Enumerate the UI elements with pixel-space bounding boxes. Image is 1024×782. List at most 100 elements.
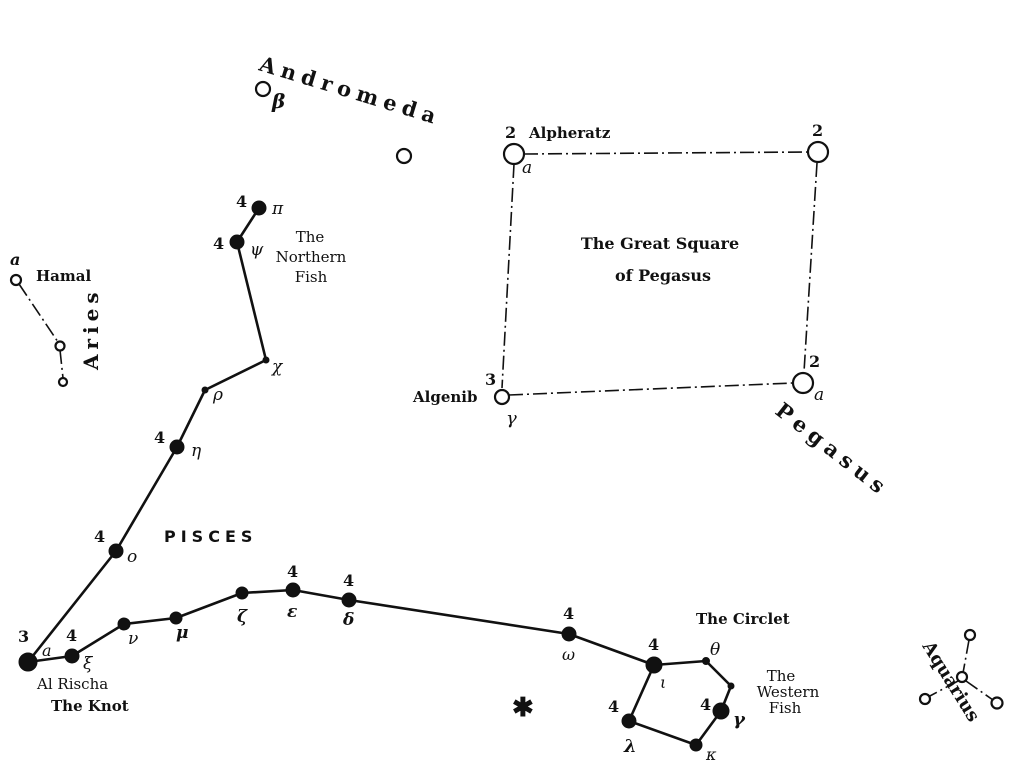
andromeda-group: Andromeda β xyxy=(254,51,445,165)
andromeda-beta-star xyxy=(254,80,272,98)
pisces-star-alpha xyxy=(18,652,38,672)
pisces-greek-omega: ω xyxy=(562,645,575,664)
aries-group: a Hamal Aries xyxy=(9,250,103,388)
pisces-star-lambda xyxy=(621,713,637,729)
pisces-mag-omega: 4 xyxy=(563,604,574,623)
pisces-greek-chi: χ xyxy=(271,357,284,377)
aquarius-star-3 xyxy=(990,696,1004,710)
pisces-star-7 xyxy=(727,682,735,690)
pisces-greek-gamma: γ xyxy=(733,709,746,730)
al-rischa-label: Al Rischa xyxy=(36,675,108,693)
pisces-mag-xi: 4 xyxy=(66,626,77,645)
pisces-star-epsilon xyxy=(285,582,301,598)
pisces-mag-alpha: 3 xyxy=(18,627,29,646)
aquarius-star-2 xyxy=(955,670,969,684)
pisces-star-pi xyxy=(251,200,267,216)
pisces-star-omega xyxy=(561,626,577,642)
pisces-star-iota xyxy=(645,656,663,674)
pisces-greek-mu: μ xyxy=(176,623,188,643)
great-square-label-line1: The Great Square xyxy=(581,234,739,253)
hamal-greek: a xyxy=(10,250,20,269)
pisces-star-rho xyxy=(201,386,209,394)
aries-gamma-star xyxy=(57,376,69,388)
pisces-greek-kappa: κ xyxy=(705,745,717,764)
vernal-equinox-icon: ✱ xyxy=(512,693,534,723)
the-knot-label: The Knot xyxy=(51,697,129,715)
andromeda-star xyxy=(395,147,413,165)
aquarius-line-3 xyxy=(927,680,959,698)
square-edge-left xyxy=(501,163,515,389)
pisces-star-kappa xyxy=(689,738,703,752)
pisces-star-theta xyxy=(702,657,710,665)
hamal-label: Hamal xyxy=(36,267,91,285)
pisces-star-chi xyxy=(262,356,270,364)
pisces-star-nu xyxy=(117,617,131,631)
pegasus-beta-star xyxy=(806,140,830,164)
aries-line-1 xyxy=(18,283,59,343)
pisces-greek-nu: ν xyxy=(128,629,138,649)
pisces-greek-alpha: a xyxy=(42,641,52,660)
aquarius-line-1 xyxy=(962,639,970,674)
pisces-mag-eta: 4 xyxy=(154,428,165,447)
pisces-mag-epsilon: 4 xyxy=(287,562,298,581)
northern-fish-label-line3: Fish xyxy=(295,268,328,286)
markab-greek: a xyxy=(814,385,824,405)
pisces-greek-lambda: λ xyxy=(623,736,637,757)
aries-beta-star xyxy=(54,340,66,352)
square-edge-top xyxy=(523,151,809,155)
pisces-star-eta xyxy=(169,439,185,455)
pisces-greek-psi: ψ xyxy=(250,240,264,260)
great-square-label-line2: of Pegasus xyxy=(615,266,711,285)
pegasus-group: 2 Alpheratz a 2 3 Algenib γ 2 a The Grea… xyxy=(412,121,895,502)
aquarius-group: Aquarius xyxy=(917,628,1004,726)
pisces-mag-delta: 4 xyxy=(343,571,354,590)
pisces-greek-eta: η xyxy=(191,441,202,461)
alpheratz-label: Alpheratz xyxy=(528,124,611,142)
pisces-star-gamma xyxy=(712,702,730,720)
pisces-mag-lambda: 4 xyxy=(608,697,619,716)
pisces-greek-xi: ξ xyxy=(83,654,94,674)
pisces-group: 4 4 4 4 3 4 4 4 4 4 4 4 π ψ χ ρ η o a ξ … xyxy=(18,192,820,764)
hamal-star xyxy=(9,273,23,287)
alpheratz-star xyxy=(502,142,526,166)
circlet-label: The Circlet xyxy=(696,610,790,628)
alpheratz-greek: a xyxy=(522,158,532,178)
northern-fish-label-line2: Northern xyxy=(276,248,347,266)
pisces-mag-gamma: 4 xyxy=(700,695,711,714)
pisces-label: PISCES xyxy=(164,527,257,546)
pisces-mag-iota: 4 xyxy=(648,635,659,654)
pisces-greek-rho: ρ xyxy=(212,385,223,405)
aries-label: Aries xyxy=(79,287,103,371)
alpheratz-mag: 2 xyxy=(505,123,516,142)
pisces-mag-omicron: 4 xyxy=(94,527,105,546)
northern-fish-label-line1: The xyxy=(296,228,325,246)
pegasus-label: Pegasus xyxy=(771,397,895,502)
pisces-star-omicron xyxy=(108,543,124,559)
pisces-star-delta xyxy=(341,592,357,608)
pisces-greek-pi: π xyxy=(271,199,284,219)
algenib-star xyxy=(493,388,511,406)
pisces-mag-pi: 4 xyxy=(236,192,247,211)
markab-mag: 2 xyxy=(809,352,820,371)
aquarius-line-2 xyxy=(965,680,994,701)
pisces-star-mu xyxy=(169,611,183,625)
pisces-star-psi xyxy=(229,234,245,250)
algenib-label: Algenib xyxy=(412,388,477,406)
pisces-greek-theta: θ xyxy=(710,640,720,660)
pisces-greek-omicron: o xyxy=(127,547,137,567)
pisces-star-xi xyxy=(64,648,80,664)
pisces-greek-iota: ι xyxy=(660,673,666,692)
aquarius-star-4 xyxy=(918,692,932,706)
pisces-greek-epsilon: ε xyxy=(287,602,297,622)
algenib-greek: γ xyxy=(506,408,517,429)
western-fish-label-line2: Western xyxy=(757,683,820,701)
markab-star xyxy=(791,371,815,395)
aquarius-star-1 xyxy=(963,628,977,642)
aries-line-2 xyxy=(59,349,64,379)
pegasus-beta-mag: 2 xyxy=(812,121,823,140)
pisces-star-zeta xyxy=(235,586,249,600)
pisces-greek-zeta: ζ xyxy=(237,607,248,627)
western-fish-label-line3: Fish xyxy=(769,699,802,717)
pisces-greek-delta: δ xyxy=(342,610,354,630)
